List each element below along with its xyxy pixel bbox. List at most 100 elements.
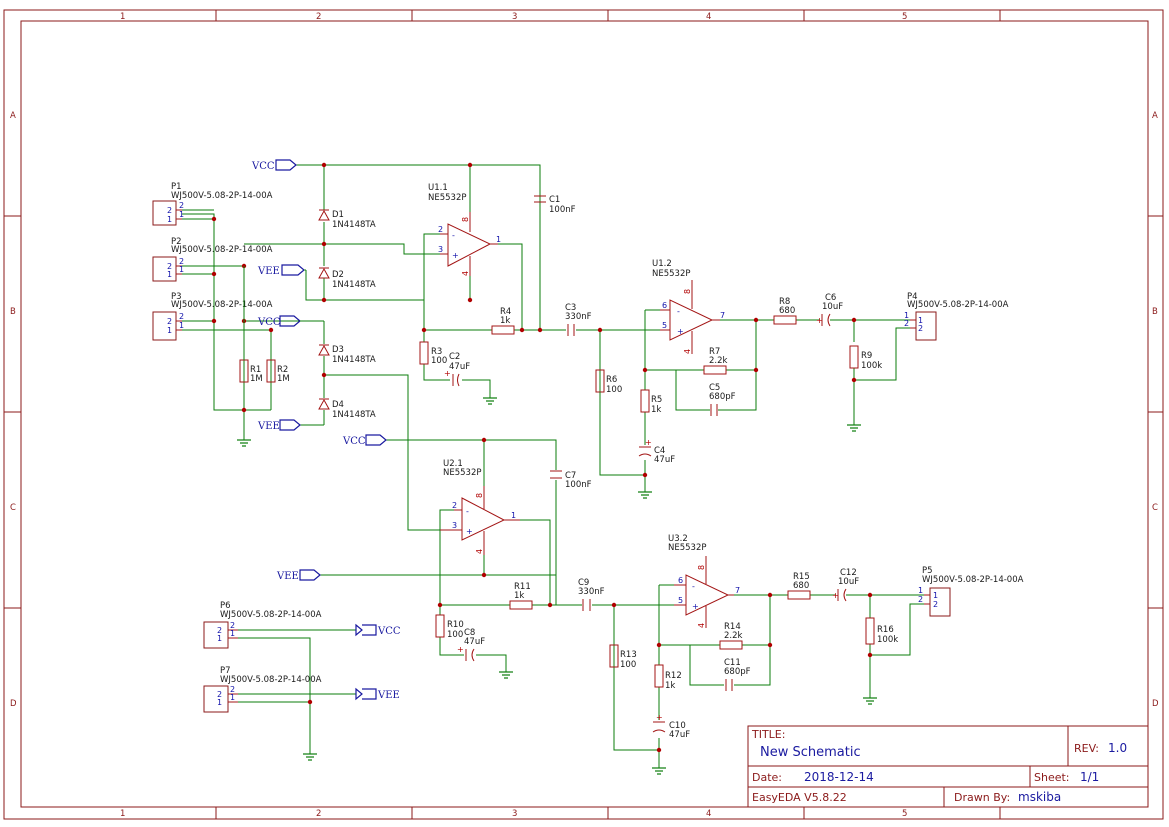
title-label: TITLE: [751,728,785,741]
svg-text:1: 1 [217,698,222,707]
connector-p5: 12 12 P5 WJ500V-5.08-2P-14-00A [918,566,1024,617]
svg-text:-: - [466,507,469,516]
svg-text:1N4148TA: 1N4148TA [332,355,376,365]
date-label: Date: [752,771,782,784]
svg-text:8: 8 [697,565,706,570]
svg-text:2: 2 [217,626,222,635]
svg-text:10uF: 10uF [838,577,859,587]
svg-text:2.2k: 2.2k [709,356,728,366]
svg-text:+: + [832,591,839,600]
svg-text:1: 1 [918,316,923,325]
drawn-by-label: Drawn By: [954,791,1010,804]
svg-text:P5: P5 [922,566,933,576]
svg-text:R8: R8 [779,297,790,307]
col-label-3-bottom: 3 [512,809,517,819]
svg-text:R14: R14 [724,622,741,632]
rev-value: 1.0 [1108,741,1127,755]
svg-text:1k: 1k [651,405,661,415]
svg-text:C7: C7 [565,471,576,481]
svg-text:5: 5 [662,321,667,330]
svg-text:6: 6 [662,301,667,310]
title-value: New Schematic [760,745,861,760]
connector-p6: 21 21 P6 WJ500V-5.08-2P-14-00A [203,601,322,649]
svg-text:WJ500V-5.08-2P-14-00A: WJ500V-5.08-2P-14-00A [922,575,1024,585]
col-label-3: 3 [512,12,517,22]
svg-text:WJ500V-5.08-2P-14-00A: WJ500V-5.08-2P-14-00A [171,191,273,201]
svg-text:NE5532P: NE5532P [443,468,482,478]
svg-text:P7: P7 [220,666,231,676]
svg-text:1: 1 [230,693,235,702]
svg-text:2: 2 [179,201,184,210]
svg-text:2: 2 [230,685,235,694]
svg-text:100nF: 100nF [549,205,576,215]
svg-text:2: 2 [438,225,443,234]
svg-text:2: 2 [933,600,938,609]
svg-text:2: 2 [167,262,172,271]
svg-text:2: 2 [904,319,909,328]
svg-text:1: 1 [217,634,222,643]
resistor-r11: R11 1k [509,582,533,610]
svg-text:1: 1 [179,321,184,330]
svg-text:100: 100 [620,660,636,670]
svg-text:R12: R12 [665,671,682,681]
svg-text:100: 100 [447,630,463,640]
svg-text:+: + [656,713,663,722]
svg-text:6: 6 [678,576,683,585]
svg-text:1N4148TA: 1N4148TA [332,280,376,290]
svg-text:D3: D3 [332,345,344,355]
vcc-flag-1: VCC [251,159,297,172]
svg-text:D2: D2 [332,270,344,280]
resistor-r9: R9 100k [849,345,882,371]
opamp-u21: -+ 23 1 8 4 U2.1 NE5532P [440,459,520,555]
ground-icon [303,753,317,761]
svg-text:4: 4 [683,349,692,354]
svg-text:NE5532P: NE5532P [652,269,691,279]
svg-text:R7: R7 [709,347,720,357]
vcc-flag-3: VCC [342,434,387,447]
svg-text:P3: P3 [171,292,182,302]
ground-icon [652,767,666,775]
resistor-r6: R6 100 [595,369,622,475]
svg-text:680pF: 680pF [724,667,751,677]
svg-text:C10: C10 [669,721,686,731]
svg-text:P2: P2 [171,237,182,247]
col-label-2: 2 [316,12,321,22]
vcc-flag-2: VCC [257,315,301,328]
diode-d4: D4 1N4148TA [318,398,376,420]
svg-text:C9: C9 [578,578,589,588]
resistor-r4: R4 1k [491,307,515,335]
svg-text:1: 1 [933,591,938,600]
svg-text:C8: C8 [464,628,475,638]
svg-text:WJ500V-5.08-2P-14-00A: WJ500V-5.08-2P-14-00A [220,675,322,685]
resistor-r1: R1 1M [239,266,263,384]
connector-p3: 21 21 P3 WJ500V-5.08-2P-14-00A [152,292,273,341]
svg-text:1M: 1M [277,374,290,384]
vee-flag-4: VEE [355,687,400,701]
svg-text:VEE: VEE [257,421,280,432]
opamp-u12: -+ 65 7 8 4 U1.2 NE5532P [652,259,725,354]
ground-symbols [237,397,877,775]
sheet-label: Sheet: [1034,771,1070,784]
wires [182,164,924,768]
svg-text:+: + [692,602,699,611]
ground-icon [499,671,513,679]
row-label-d-right: D [1152,699,1159,709]
svg-text:7: 7 [720,311,725,320]
col-label-4-bottom: 4 [706,809,711,819]
svg-text:1: 1 [167,215,172,224]
svg-text:VCC: VCC [251,161,275,172]
svg-text:4: 4 [461,271,470,276]
svg-text:C4: C4 [654,446,665,456]
svg-text:2: 2 [167,317,172,326]
svg-text:R13: R13 [620,650,637,660]
svg-text:U3.2: U3.2 [668,534,688,544]
capacitor-c3: C3 330nF [565,303,592,336]
svg-text:680: 680 [779,306,795,316]
svg-text:1: 1 [230,629,235,638]
capacitor-c9: C9 330nF [578,578,605,611]
vcc-flag-4: VCC [355,623,401,637]
svg-text:2: 2 [217,690,222,699]
col-label-2-bottom: 2 [316,809,321,819]
capacitor-c12: + C12 10uF [832,568,859,602]
